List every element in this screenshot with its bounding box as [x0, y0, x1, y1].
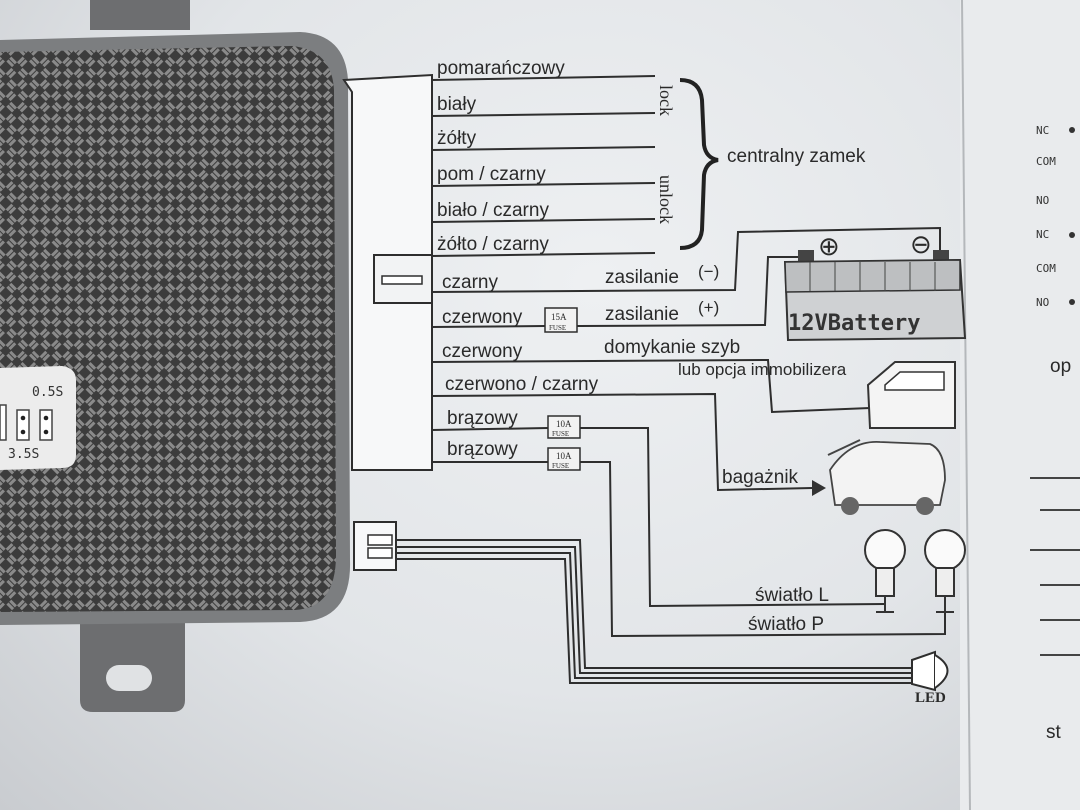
svg-text:NC: NC [1036, 228, 1049, 241]
battery-plus: ⊕ [818, 232, 840, 261]
timing-switch: 0.5S 3.5S [0, 366, 76, 470]
st-label: st [1046, 722, 1062, 743]
power-neg-label: zasilanie [605, 267, 679, 288]
wire-label: brązowy [447, 408, 518, 429]
power-pos-label: zasilanie [605, 304, 679, 325]
battery-label: 12VBattery [788, 311, 920, 336]
bulb-icon [924, 529, 966, 613]
svg-text:10A: 10A [556, 419, 572, 429]
wire-label: żółto / czarny [437, 234, 549, 255]
svg-text:FUSE: FUSE [552, 462, 569, 470]
light-right-label: światło P [748, 614, 824, 635]
wire-label: żółty [437, 128, 477, 149]
svg-text:NO: NO [1036, 194, 1049, 207]
op-label: op [1050, 356, 1071, 377]
wire-label: brązowy [447, 439, 518, 460]
led-icon [911, 650, 936, 692]
light-left-label: światło L [755, 585, 829, 606]
next-page-edge [960, 0, 1080, 810]
lock-label: lock [656, 85, 676, 116]
wire-label: pomarańczowy [437, 58, 565, 79]
battery-icon: ⊕ ⊖ 12VBattery [783, 230, 967, 342]
central-lock-group: lock unlock centralny zamek [656, 78, 866, 250]
switch-label-a: 0.5S [32, 385, 63, 400]
unit-texture [0, 46, 336, 612]
wire-label: pom / czarny [437, 164, 546, 185]
svg-text:10A: 10A [556, 451, 572, 461]
wire-label: czerwono / czarny [445, 374, 599, 395]
led-harness: LED [353, 521, 949, 706]
brace [679, 78, 719, 250]
wire-label: czerwony [442, 341, 523, 362]
relay-pin-column: NC COM NO NC COM NO op st [1030, 124, 1080, 743]
trunk-label: bagażnik [722, 467, 799, 488]
mounting-tab [80, 610, 185, 712]
fuse-15a: 15A FUSE [544, 307, 578, 333]
svg-text:NO: NO [1036, 296, 1049, 309]
windows-label: domykanie szyb [604, 337, 740, 358]
wire-label: biało / czarny [437, 200, 549, 221]
unlock-label: unlock [656, 175, 676, 224]
wire-label: biały [437, 94, 477, 115]
main-connector [342, 73, 433, 471]
svg-text:COM: COM [1036, 262, 1056, 275]
car-trunk-icon [812, 439, 946, 515]
power-neg-sign: (−) [698, 262, 719, 281]
svg-text:NC: NC [1036, 124, 1049, 137]
fuse-10a: 10A FUSE [547, 447, 581, 471]
svg-text:COM: COM [1036, 155, 1056, 168]
svg-text:15A: 15A [551, 312, 567, 322]
led-label: LED [915, 690, 946, 706]
battery-minus: ⊖ [910, 230, 932, 259]
central-lock-label: centralny zamek [727, 146, 866, 167]
svg-text:FUSE: FUSE [549, 324, 566, 332]
bulb-icon [864, 529, 906, 613]
wire-label: czerwony [442, 307, 523, 328]
car-door-icon [866, 361, 956, 429]
wire-label: czarny [442, 272, 498, 293]
alarm-control-unit: 0.5S 3.5S [0, 0, 351, 712]
immobilizer-label: lub opcja immobilizera [678, 360, 847, 379]
wire-labels: pomarańczowy biały żółty pom / czarny bi… [437, 58, 599, 460]
fuse-10a: 10A FUSE [547, 415, 581, 439]
power-pos-sign: (+) [698, 298, 719, 317]
mounting-hole [106, 665, 152, 691]
svg-text:FUSE: FUSE [552, 430, 569, 438]
switch-label-b: 3.5S [8, 447, 39, 462]
